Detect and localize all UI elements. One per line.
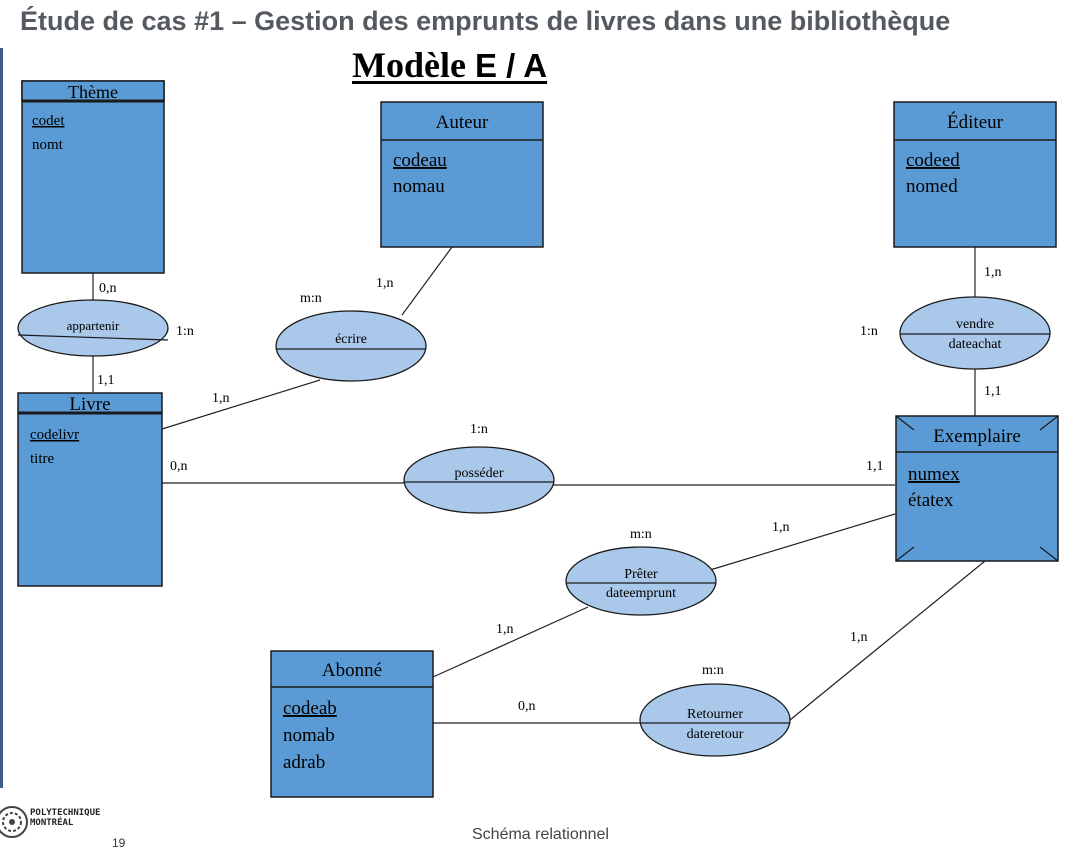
model-ea-label: E / A bbox=[474, 47, 548, 84]
relation-posseder[interactable]: posséder bbox=[403, 446, 555, 514]
cardinality: 0,n bbox=[170, 459, 188, 474]
entity-key: codelivr bbox=[30, 427, 79, 443]
relation-type: m:n bbox=[702, 663, 724, 678]
relation-attr: dateemprunt bbox=[606, 586, 676, 601]
entity-attr: nomab bbox=[283, 725, 335, 746]
model-label: Modèle bbox=[352, 45, 475, 85]
logo-line-1: POLYTECHNIQUE bbox=[30, 808, 101, 818]
cardinality: 1,n bbox=[984, 265, 1002, 280]
entity-name: Livre bbox=[69, 394, 110, 415]
entity-key: codet bbox=[32, 113, 65, 129]
entity-key: codeab bbox=[283, 698, 337, 719]
cardinality: 1,n bbox=[772, 520, 790, 535]
relation-attr: dateretour bbox=[687, 727, 744, 742]
entity-name: Auteur bbox=[436, 112, 489, 133]
cardinality: 0,n bbox=[99, 281, 117, 296]
logo-line-2: MONTRÉAL bbox=[30, 818, 74, 828]
cardinality: 1,n bbox=[850, 630, 868, 645]
cardinality: 0,n bbox=[518, 699, 536, 714]
entity-name: Abonné bbox=[322, 660, 382, 681]
relation-type: 1:n bbox=[860, 324, 878, 339]
entity-abonne[interactable]: Abonné codeab nomab adrab bbox=[270, 650, 434, 798]
entity-attr: nomt bbox=[32, 137, 64, 153]
entity-key: numex bbox=[908, 464, 960, 485]
line-retourner-exemplaire bbox=[789, 560, 986, 721]
entity-exemplaire[interactable]: Exemplaire numex étatex bbox=[895, 415, 1059, 562]
entity-name: Éditeur bbox=[947, 111, 1004, 133]
cardinality-labels: 0,n 1,1 1,n 1,n 1,n 1,1 0,n 1,1 1,n 1,n … bbox=[97, 265, 1002, 714]
entity-auteur[interactable]: Auteur codeau nomau bbox=[380, 101, 544, 248]
cardinality: 1,1 bbox=[984, 384, 1002, 399]
entity-attr: nomed bbox=[906, 176, 958, 197]
relation-name: posséder bbox=[455, 466, 504, 481]
relation-name: vendre bbox=[956, 317, 994, 332]
entity-name: Exemplaire bbox=[933, 426, 1021, 447]
model-subtitle: Modèle E / A bbox=[352, 44, 582, 86]
cardinality: 1,1 bbox=[866, 459, 884, 474]
relation-name: Prêter bbox=[624, 567, 658, 582]
entity-name: Thème bbox=[68, 82, 118, 102]
line-abonne-preter bbox=[432, 606, 589, 678]
relation-ecrire[interactable]: écrire bbox=[275, 310, 427, 382]
line-auteur-ecrire bbox=[401, 246, 453, 316]
cardinality: 1,n bbox=[496, 622, 514, 637]
entity-livre[interactable]: Livre codelivr titre bbox=[17, 392, 163, 587]
relation-appartenir[interactable]: appartenir bbox=[17, 299, 169, 357]
footer-caption: Schéma relationnel bbox=[472, 826, 609, 843]
relation-retourner[interactable]: Retourner dateretour bbox=[639, 683, 791, 757]
left-accent-bar bbox=[0, 48, 3, 788]
entity-editeur[interactable]: Éditeur codeed nomed bbox=[893, 101, 1057, 248]
line-ecrire-livre bbox=[161, 379, 321, 430]
relation-attr: dateachat bbox=[949, 337, 1002, 352]
entity-attr: titre bbox=[30, 451, 54, 467]
entity-attr: étatex bbox=[908, 490, 954, 511]
relation-name: Retourner bbox=[687, 707, 743, 722]
relation-type: 1:n bbox=[470, 422, 488, 437]
cardinality: 1,1 bbox=[97, 373, 115, 388]
page-number: 19 bbox=[112, 836, 126, 850]
relation-name: écrire bbox=[335, 332, 367, 347]
entity-theme[interactable]: Thème codet nomt bbox=[21, 80, 165, 274]
entity-key: codeed bbox=[906, 150, 960, 171]
relation-name: appartenir bbox=[67, 318, 120, 333]
slide-title: Étude de cas #1 – Gestion des emprunts d… bbox=[20, 6, 951, 36]
relation-type: 1:n bbox=[176, 324, 194, 339]
line-preter-exemplaire bbox=[709, 513, 896, 571]
relation-type-labels: 1:n m:n 1:n 1:n m:n m:n bbox=[176, 291, 878, 678]
cardinality: 1,n bbox=[376, 276, 394, 291]
relation-type: m:n bbox=[630, 527, 652, 542]
logo-wordmark: POLYTECHNIQUE MONTRÉAL bbox=[30, 808, 100, 828]
polytechnique-logo-icon bbox=[0, 806, 28, 838]
relation-preter[interactable]: Prêter dateemprunt bbox=[565, 546, 717, 616]
cardinality: 1,n bbox=[212, 391, 230, 406]
entity-attr: nomau bbox=[393, 176, 445, 197]
connector-lines bbox=[92, 246, 986, 724]
relation-type: m:n bbox=[300, 291, 322, 306]
entity-attr: adrab bbox=[283, 752, 325, 773]
entity-key: codeau bbox=[393, 150, 447, 171]
relation-vendre[interactable]: vendre dateachat bbox=[899, 296, 1051, 370]
